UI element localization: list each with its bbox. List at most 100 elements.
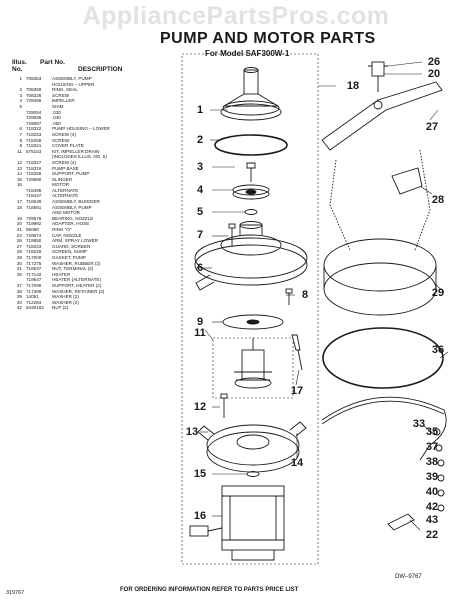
parts-row-description: .030: [52, 109, 61, 115]
callout-8: 8: [301, 289, 309, 301]
parts-row-part-no: 718581: [26, 204, 42, 210]
parts-row-part-no: 729458: [26, 98, 42, 104]
callout-43: 43: [425, 514, 439, 526]
header-description: DESCRIPTION: [78, 66, 123, 73]
callout-15: 15: [193, 468, 207, 480]
callout-5: 5: [196, 206, 204, 218]
leader-lines: [196, 61, 449, 531]
parts-row-part-no: 708359: [26, 87, 42, 93]
parts-row-illus-no: 1: [19, 76, 22, 81]
parts-row-description: AND MOTOR: [52, 210, 80, 216]
parts-list-row: HOUSING – UPPER: [12, 82, 172, 88]
callout-26: 26: [427, 56, 441, 68]
parts-row-part-no: 717275: [26, 260, 42, 266]
parts-row-illus-no: 19: [16, 215, 22, 221]
parts-row-description: SUPPORT, HEATER (2): [52, 282, 102, 288]
parts-row-part-no: 719950: [26, 238, 42, 244]
callout-28: 28: [431, 194, 445, 206]
parts-row-part-no: 717389: [26, 288, 42, 294]
parts-row-illus-no: 16: [16, 182, 22, 188]
watermark-text: AppliancePartsPros.com: [82, 2, 390, 30]
parts-row-description: SHIM: [52, 103, 64, 109]
shim-part: [244, 209, 258, 215]
parts-list-row: (INCLUDES ILLUS. NO. 5): [12, 154, 172, 160]
parts-list-row: AND MOTOR: [12, 210, 172, 216]
parts-row-description: RING, SEAL: [52, 87, 78, 93]
parts-row-part-no: 719992: [26, 221, 42, 227]
parts-row-description: PUMP BASE: [52, 165, 79, 171]
parts-row-part-no: 729580: [26, 176, 42, 182]
parts-row-illus-no: 39: [16, 294, 22, 300]
parts-row-illus-no: 11: [17, 148, 22, 154]
base-screw-part: [220, 393, 228, 418]
callout-29: 29: [431, 287, 445, 299]
parts-row-illus-no: 30: [16, 260, 22, 266]
drain-kit-outline: [212, 337, 294, 399]
parts-row-illus-no: 35: [16, 271, 22, 277]
parts-row-illus-no: 12: [16, 159, 22, 165]
heater-part: [321, 396, 447, 461]
parts-row-description: KIT, IMPELLER DRAIN: [52, 148, 100, 154]
model-line: For Model SAF300W-1: [205, 49, 290, 58]
parts-row-description: HOUSING – UPPER: [52, 81, 95, 87]
parts-row-description: ASSEMBLY, BLEEDER: [52, 199, 100, 205]
parts-row-description: .040: [52, 115, 61, 121]
document-number: 319767: [6, 590, 25, 596]
lower-spray-arm-part: [321, 81, 443, 151]
callout-17: 17: [290, 385, 304, 397]
callout-2: 2: [196, 134, 204, 146]
parts-row-illus-no: 18: [16, 204, 22, 210]
callout-18: 18: [346, 80, 360, 92]
parts-row-part-no: 718223: [26, 243, 42, 249]
diagram-title: PUMP AND MOTOR PARTS: [160, 30, 376, 47]
parts-row-description: NUT, TERMINAL (2): [52, 266, 94, 272]
callout-42: 42: [425, 501, 439, 513]
parts-row-illus-no: 8: [19, 137, 22, 143]
parts-row-part-no: 708353: [26, 76, 42, 81]
parts-row-description: (INCLUDES ILLUS. NO. 5): [52, 154, 107, 160]
impeller-drain-kit-part: [234, 338, 272, 389]
parts-row-illus-no: 40: [16, 299, 22, 305]
upper-pump-housing-part: [220, 67, 282, 121]
parts-row-illus-no: 20: [16, 221, 22, 227]
nozzle-cap-part: [387, 513, 415, 531]
parts-list-row: 729087.050: [12, 121, 172, 127]
parts-row-description: HEATER: [52, 271, 71, 277]
pump-base-part: [197, 421, 307, 473]
callout-9: 9: [196, 316, 204, 328]
parts-row-part-no: 712284: [26, 299, 42, 305]
washer-stack-part: [433, 428, 445, 512]
nozzle-bearing-part: [368, 61, 388, 92]
parts-row-illus-no: 15: [16, 176, 22, 182]
parts-row-description: ADAPTER, HOSE: [52, 221, 90, 227]
parts-row-illus-no: 29: [16, 255, 22, 260]
callout-13: 13: [185, 426, 199, 438]
parts-row-part-no: 718327: [26, 159, 42, 165]
parts-row-part-no: 575153: [26, 148, 42, 154]
parts-row-illus-no: 38: [16, 288, 22, 294]
parts-row-illus-no: 26: [16, 238, 22, 244]
parts-row-description: ALTERNATE: [52, 193, 79, 199]
parts-row-part-no: 708326: [26, 92, 42, 98]
ordering-footer: FOR ORDERING INFORMATION REFER TO PARTS …: [120, 587, 299, 593]
parts-row-illus-no: 27: [16, 243, 22, 249]
callout-36: 36: [431, 344, 445, 356]
